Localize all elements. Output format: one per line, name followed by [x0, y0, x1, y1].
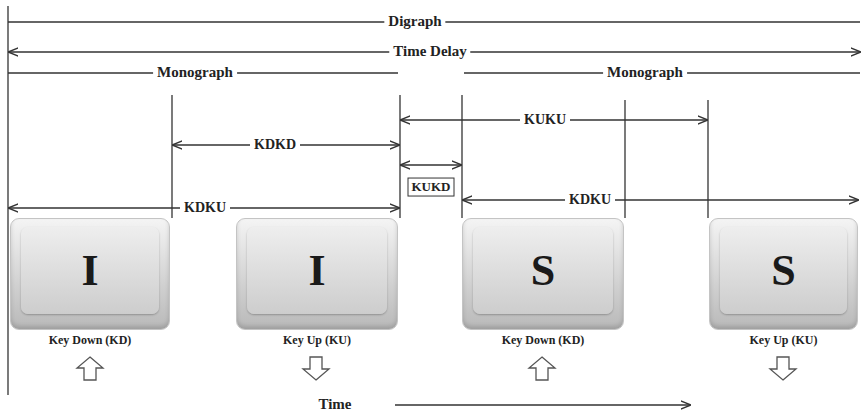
- interval-label: KDKD: [250, 137, 300, 153]
- interval-label: KUKD: [408, 178, 455, 197]
- key-letter: S: [531, 249, 555, 293]
- interval-label: KDKU: [565, 192, 615, 208]
- interval-label: Monograph: [603, 64, 687, 81]
- key-event-caption: Key Up (KU): [750, 334, 818, 347]
- key-event-caption: Key Up (KU): [283, 334, 351, 347]
- marker-line: [399, 95, 400, 218]
- key-up-arrow: [303, 357, 329, 380]
- key-down-arrow: [77, 357, 103, 380]
- key-down-arrow: [529, 357, 555, 380]
- key-cap: SKey Up (KU): [709, 218, 858, 330]
- interval-label: KUKU: [520, 112, 570, 128]
- interval-label: Digraph: [384, 13, 445, 30]
- left-axis: [7, 6, 8, 395]
- key-event-caption: Key Down (KD): [502, 334, 585, 347]
- key-up-arrow: [770, 357, 796, 380]
- interval-label: Time: [314, 396, 355, 413]
- key-event-caption: Key Down (KD): [49, 334, 132, 347]
- key-cap: IKey Up (KU): [236, 218, 398, 330]
- key-cap: IKey Down (KD): [10, 218, 170, 330]
- interval-label: Time Delay: [389, 43, 470, 60]
- marker-line: [461, 95, 462, 218]
- key-face: I: [21, 227, 159, 314]
- key-face: I: [247, 227, 387, 314]
- marker-line: [171, 95, 172, 218]
- interval-label: Monograph: [153, 64, 237, 81]
- key-letter: I: [308, 249, 325, 293]
- key-face: S: [720, 227, 847, 314]
- interval-arrow: [463, 199, 858, 200]
- interval-arrow: [401, 164, 461, 165]
- time-arrow: [395, 404, 690, 405]
- key-letter: I: [81, 249, 98, 293]
- key-letter: S: [771, 249, 795, 293]
- key-face: S: [473, 227, 613, 314]
- interval-label: KDKU: [180, 200, 230, 216]
- key-cap: SKey Down (KD): [462, 218, 624, 330]
